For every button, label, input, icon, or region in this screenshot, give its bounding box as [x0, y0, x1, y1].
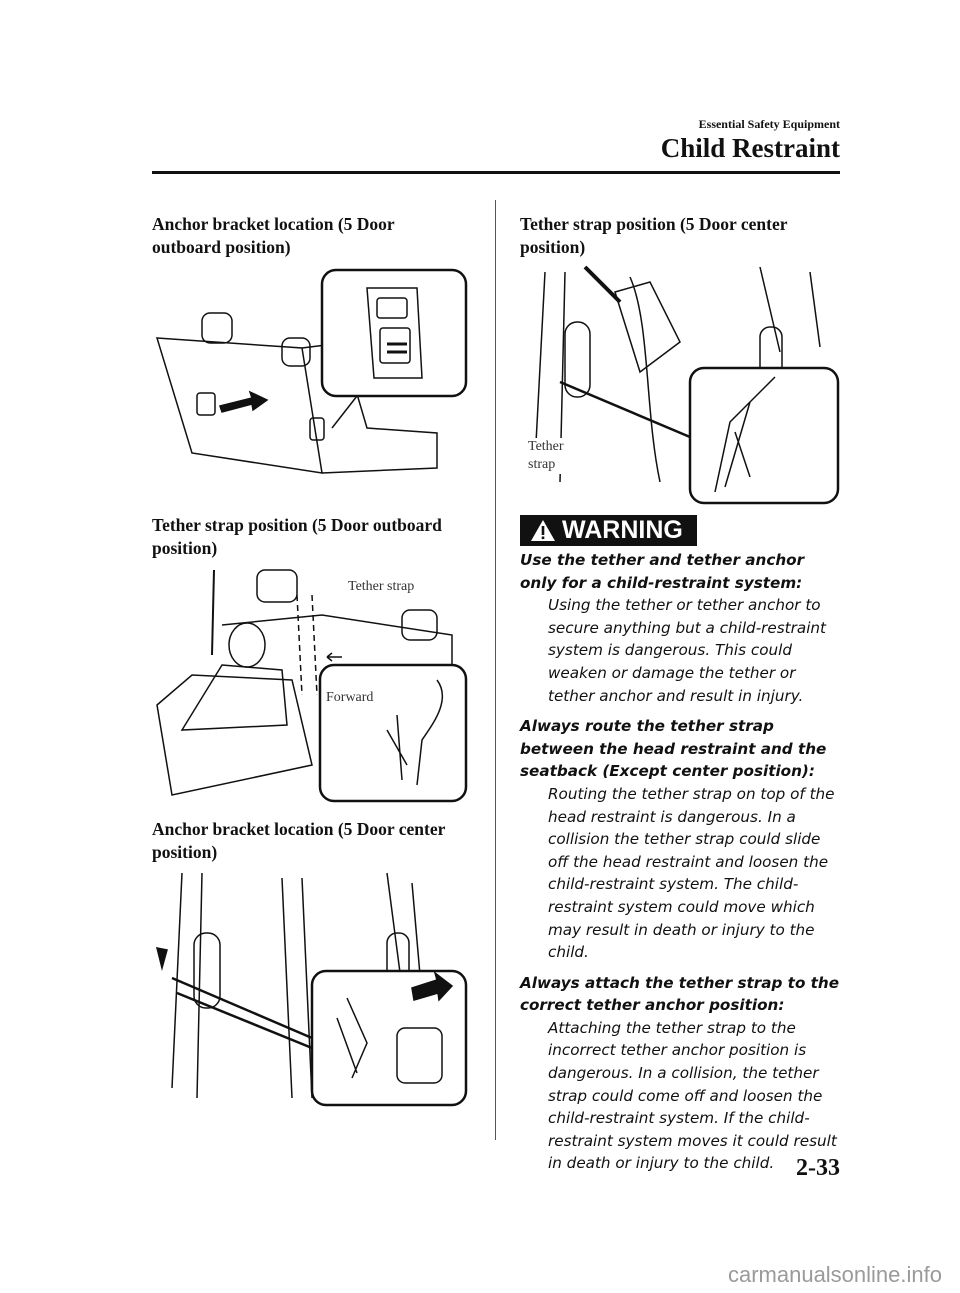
- forward-label: Forward: [326, 690, 374, 705]
- page-number: 2-33: [796, 1155, 840, 1181]
- warning-heading: Always route the tether strap between th…: [520, 717, 827, 781]
- anchor-bracket-outboard-illustration: [152, 268, 468, 493]
- warning-badge: WARNING: [520, 515, 697, 546]
- tether-strap-center-illustration: Tether strap: [520, 262, 840, 505]
- anchor-bracket-center-illustration: [152, 868, 468, 1108]
- tether-strap-label: Tether strap: [528, 438, 578, 474]
- warning-body: Routing the tether strap on top of the h…: [548, 784, 835, 962]
- watermark: carmanualsonline.info: [727, 1262, 942, 1287]
- fig2-title: Tether strap position (5 Door outboard p…: [152, 515, 442, 558]
- fig3-title: Anchor bracket location (5 Door center p…: [152, 819, 446, 862]
- warning-body: Attaching the tether strap to the incorr…: [548, 1018, 837, 1173]
- warning-heading: Always attach the tether strap to the co…: [520, 973, 840, 1015]
- warning-body: Using the tether or tether anchor to sec…: [548, 596, 826, 705]
- column-divider: [495, 200, 496, 1140]
- header-rule: [152, 171, 840, 174]
- tether-strap-label: Tether strap: [348, 578, 415, 596]
- warning-triangle-icon: [531, 520, 555, 541]
- warning-text: Use the tether and tether anchor only fo…: [520, 549, 840, 1183]
- warning-heading: Use the tether and tether anchor only fo…: [520, 551, 805, 592]
- fig4-title: Tether strap position (5 Door center pos…: [520, 214, 788, 257]
- section-label: Essential Safety Equipment: [698, 117, 840, 131]
- fig1-title: Anchor bracket location (5 Door outboard…: [152, 214, 395, 257]
- warning-label: WARNING: [562, 516, 683, 544]
- chapter-title: Child Restraint: [660, 133, 840, 163]
- tether-strap-outboard-illustration: Tether strap Forward: [152, 565, 468, 805]
